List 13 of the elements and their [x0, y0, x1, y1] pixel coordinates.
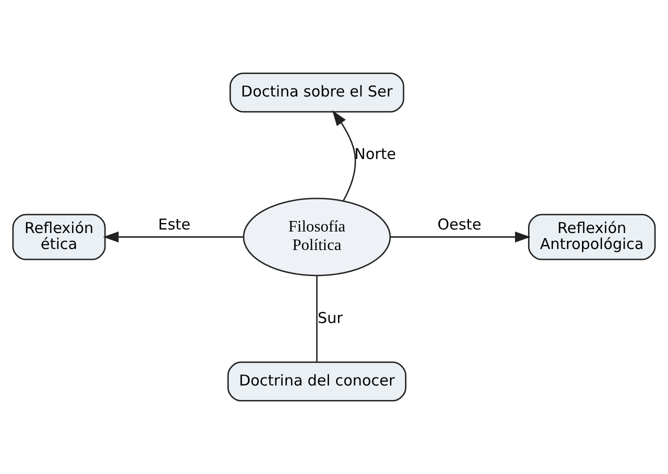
connector	[316, 276, 318, 362]
edge-label: Oeste	[438, 216, 482, 234]
edge-label: Norte	[354, 145, 396, 164]
arrow	[332, 110, 356, 202]
edge-label: Sur	[318, 308, 343, 327]
node-ellipse: Filosofía Política	[242, 198, 391, 276]
node-box: Reflexión Antropológica	[528, 214, 656, 260]
arrow	[390, 232, 531, 242]
node-box: Reflexión ética	[12, 214, 106, 260]
edge-label: Este	[158, 216, 190, 234]
node-box: Doctina sobre el Ser	[230, 72, 404, 112]
arrow	[103, 232, 244, 242]
node-box: Doctrina del conocer	[227, 362, 406, 402]
